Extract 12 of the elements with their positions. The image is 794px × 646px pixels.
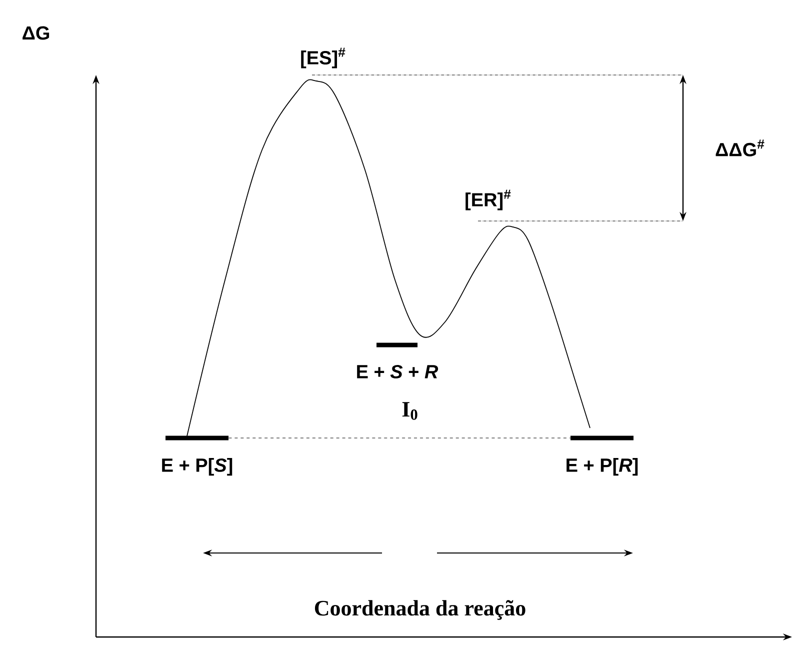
node-label: E + S + R [357, 364, 438, 378]
state-label: [ER]$^{#}$ [466, 190, 511, 210]
state-label: [ES]$^{#}$ [301, 48, 346, 68]
node-label: E + P[R] [566, 458, 638, 476]
node-label: E + P[S] [162, 458, 232, 476]
energy-level: E + S + R [357, 342, 438, 378]
axis-label: ΔG [22, 26, 50, 40]
energy-level: E + P[R] [566, 436, 638, 476]
dimension-label: ΔΔG$^{#}$ [716, 140, 764, 156]
level-label: I$_{0}$ [402, 402, 418, 420]
energy-level: E + P[S] [162, 436, 232, 476]
axis-title: Coordenada da reação [314, 600, 526, 620]
